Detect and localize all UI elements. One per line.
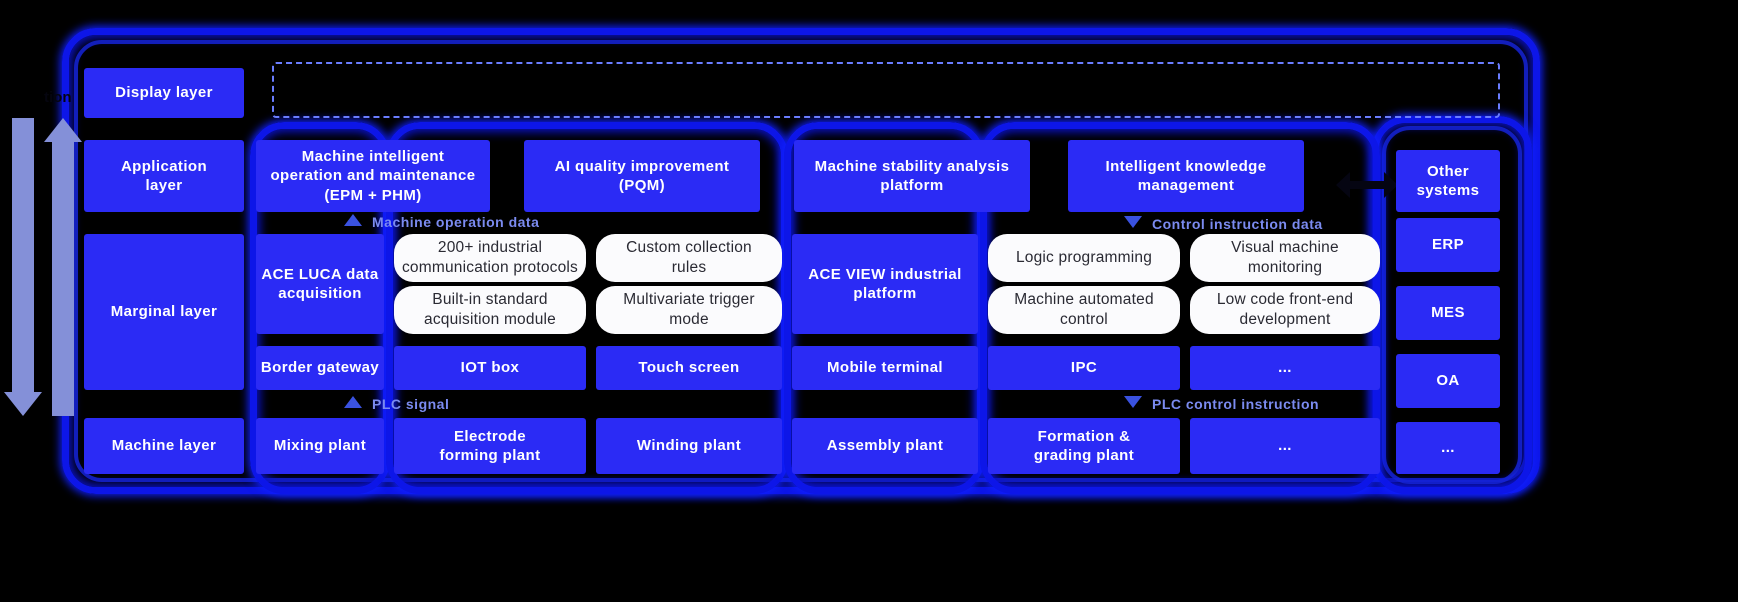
device-ipc[interactable]: IPC	[988, 346, 1180, 390]
app-card-knowledge[interactable]: Intelligent knowledge management	[1068, 140, 1304, 212]
device-border-gateway[interactable]: Border gateway	[256, 346, 384, 390]
card-builtin-standard-module-line2: acquisition module	[424, 311, 556, 328]
platform-ace-luca-line2: acquisition	[278, 285, 362, 302]
right-item-erp[interactable]: ERP	[1396, 218, 1500, 272]
plant-winding[interactable]: Winding plant	[596, 418, 782, 474]
app-card-stability-line2: platform	[880, 177, 944, 194]
card-custom-collection-rules-line1: Custom collection	[626, 239, 752, 257]
plc-signal-label: PLC signal	[372, 396, 450, 412]
device-more[interactable]: ...	[1190, 346, 1380, 390]
plant-assembly[interactable]: Assembly plant	[792, 418, 978, 474]
marginal-layer-label[interactable]: Marginal layer	[84, 234, 244, 390]
card-visual-machine-monitoring[interactable]: Visual machine monitoring	[1190, 234, 1380, 282]
card-custom-collection-rules-line2: rules	[671, 259, 707, 276]
right-item-more[interactable]: ...	[1396, 422, 1500, 474]
machine-operation-data-label: Machine operation data	[372, 214, 540, 230]
card-low-code-frontend-line2: development	[1239, 311, 1331, 328]
display-layer-label[interactable]: Display layer	[84, 68, 244, 118]
card-industrial-protocols-line2: communication protocols	[401, 259, 579, 276]
card-machine-automated-control-line2: control	[1060, 311, 1108, 328]
device-iot-box[interactable]: IOT box	[394, 346, 586, 390]
plant-more[interactable]: ...	[1190, 418, 1380, 474]
right-item-oa[interactable]: OA	[1396, 354, 1500, 408]
application-layer-label-line1: Application	[120, 157, 208, 175]
platform-ace-view[interactable]: ACE VIEW industrial platform	[792, 234, 978, 334]
plant-mixing[interactable]: Mixing plant	[256, 418, 384, 474]
card-industrial-protocols[interactable]: 200+ industrial communication protocols	[394, 234, 586, 282]
display-layer-dashed-frame	[272, 62, 1500, 118]
cut-off-side-label: tion	[44, 89, 72, 106]
card-visual-machine-monitoring-line2: monitoring	[1247, 259, 1323, 276]
right-item-mes[interactable]: MES	[1396, 286, 1500, 340]
right-item-other-systems[interactable]: Other systems	[1396, 150, 1500, 212]
plant-electrode-forming[interactable]: Electrode forming plant	[394, 418, 586, 474]
card-logic-programming-line1: Logic programming	[1015, 249, 1153, 267]
app-card-stability[interactable]: Machine stability analysis platform	[794, 140, 1030, 212]
plant-electrode-forming-line2: forming plant	[439, 447, 541, 464]
card-multivariate-trigger-mode-line1: Multivariate trigger	[623, 291, 755, 309]
card-custom-collection-rules[interactable]: Custom collection rules	[596, 234, 782, 282]
plant-formation-grading-line2: grading plant	[1033, 447, 1135, 464]
app-card-epm-phm-line2: operation and maintenance	[270, 167, 476, 185]
control-instruction-data-label: Control instruction data	[1152, 216, 1323, 232]
app-card-epm-phm[interactable]: Machine intelligent operation and mainte…	[256, 140, 490, 212]
app-card-knowledge-line1: Intelligent knowledge	[1105, 157, 1267, 175]
card-low-code-frontend[interactable]: Low code front-end development	[1190, 286, 1380, 334]
card-low-code-frontend-line1: Low code front-end	[1216, 291, 1354, 309]
card-machine-automated-control-line1: Machine automated	[1014, 291, 1154, 309]
plant-formation-grading[interactable]: Formation & grading plant	[988, 418, 1180, 474]
machine-operation-data-arrow-icon	[344, 214, 362, 226]
plc-control-instruction-label: PLC control instruction	[1152, 396, 1320, 412]
app-card-epm-phm-line3: (EPM + PHM)	[324, 186, 422, 204]
card-industrial-protocols-line1: 200+ industrial	[437, 239, 543, 257]
app-card-pqm-line2: (PQM)	[618, 177, 666, 194]
card-visual-machine-monitoring-line1: Visual machine	[1231, 239, 1339, 257]
plc-control-instruction-arrow-icon	[1124, 396, 1142, 408]
application-layer-label[interactable]: Application layer	[84, 140, 244, 212]
app-card-pqm-line1: AI quality improvement	[554, 157, 730, 175]
app-card-pqm[interactable]: AI quality improvement (PQM)	[524, 140, 760, 212]
application-layer-label-line2: layer	[145, 177, 183, 194]
machine-layer-label[interactable]: Machine layer	[84, 418, 244, 474]
up-flow-arrow	[44, 118, 82, 416]
card-builtin-standard-module-line1: Built-in standard	[432, 291, 548, 309]
app-card-stability-line1: Machine stability analysis	[814, 157, 1010, 175]
card-multivariate-trigger-mode[interactable]: Multivariate trigger mode	[596, 286, 782, 334]
card-builtin-standard-module[interactable]: Built-in standard acquisition module	[394, 286, 586, 334]
right-item-other-systems-line2: systems	[1416, 182, 1480, 199]
card-multivariate-trigger-mode-line2: mode	[669, 311, 709, 328]
platform-ace-view-line1: ACE VIEW industrial	[808, 265, 962, 283]
platform-ace-view-line2: platform	[853, 285, 917, 302]
down-flow-arrow	[4, 118, 42, 416]
app-card-epm-phm-line1: Machine intelligent	[301, 148, 445, 166]
control-instruction-data-arrow-icon	[1124, 216, 1142, 228]
platform-ace-luca-line1: ACE LUCA data	[261, 265, 379, 283]
device-touch-screen[interactable]: Touch screen	[596, 346, 782, 390]
device-mobile-terminal[interactable]: Mobile terminal	[792, 346, 978, 390]
right-item-other-systems-line1: Other	[1426, 162, 1469, 180]
platform-ace-luca[interactable]: ACE LUCA data acquisition	[256, 234, 384, 334]
card-logic-programming[interactable]: Logic programming	[988, 234, 1180, 282]
plant-electrode-forming-line1: Electrode	[454, 427, 526, 445]
app-card-knowledge-line2: management	[1137, 177, 1235, 194]
plc-signal-arrow-icon	[344, 396, 362, 408]
bidirectional-link-arrow	[1336, 172, 1398, 198]
plant-formation-grading-line1: Formation &	[1037, 427, 1131, 445]
card-machine-automated-control[interactable]: Machine automated control	[988, 286, 1180, 334]
